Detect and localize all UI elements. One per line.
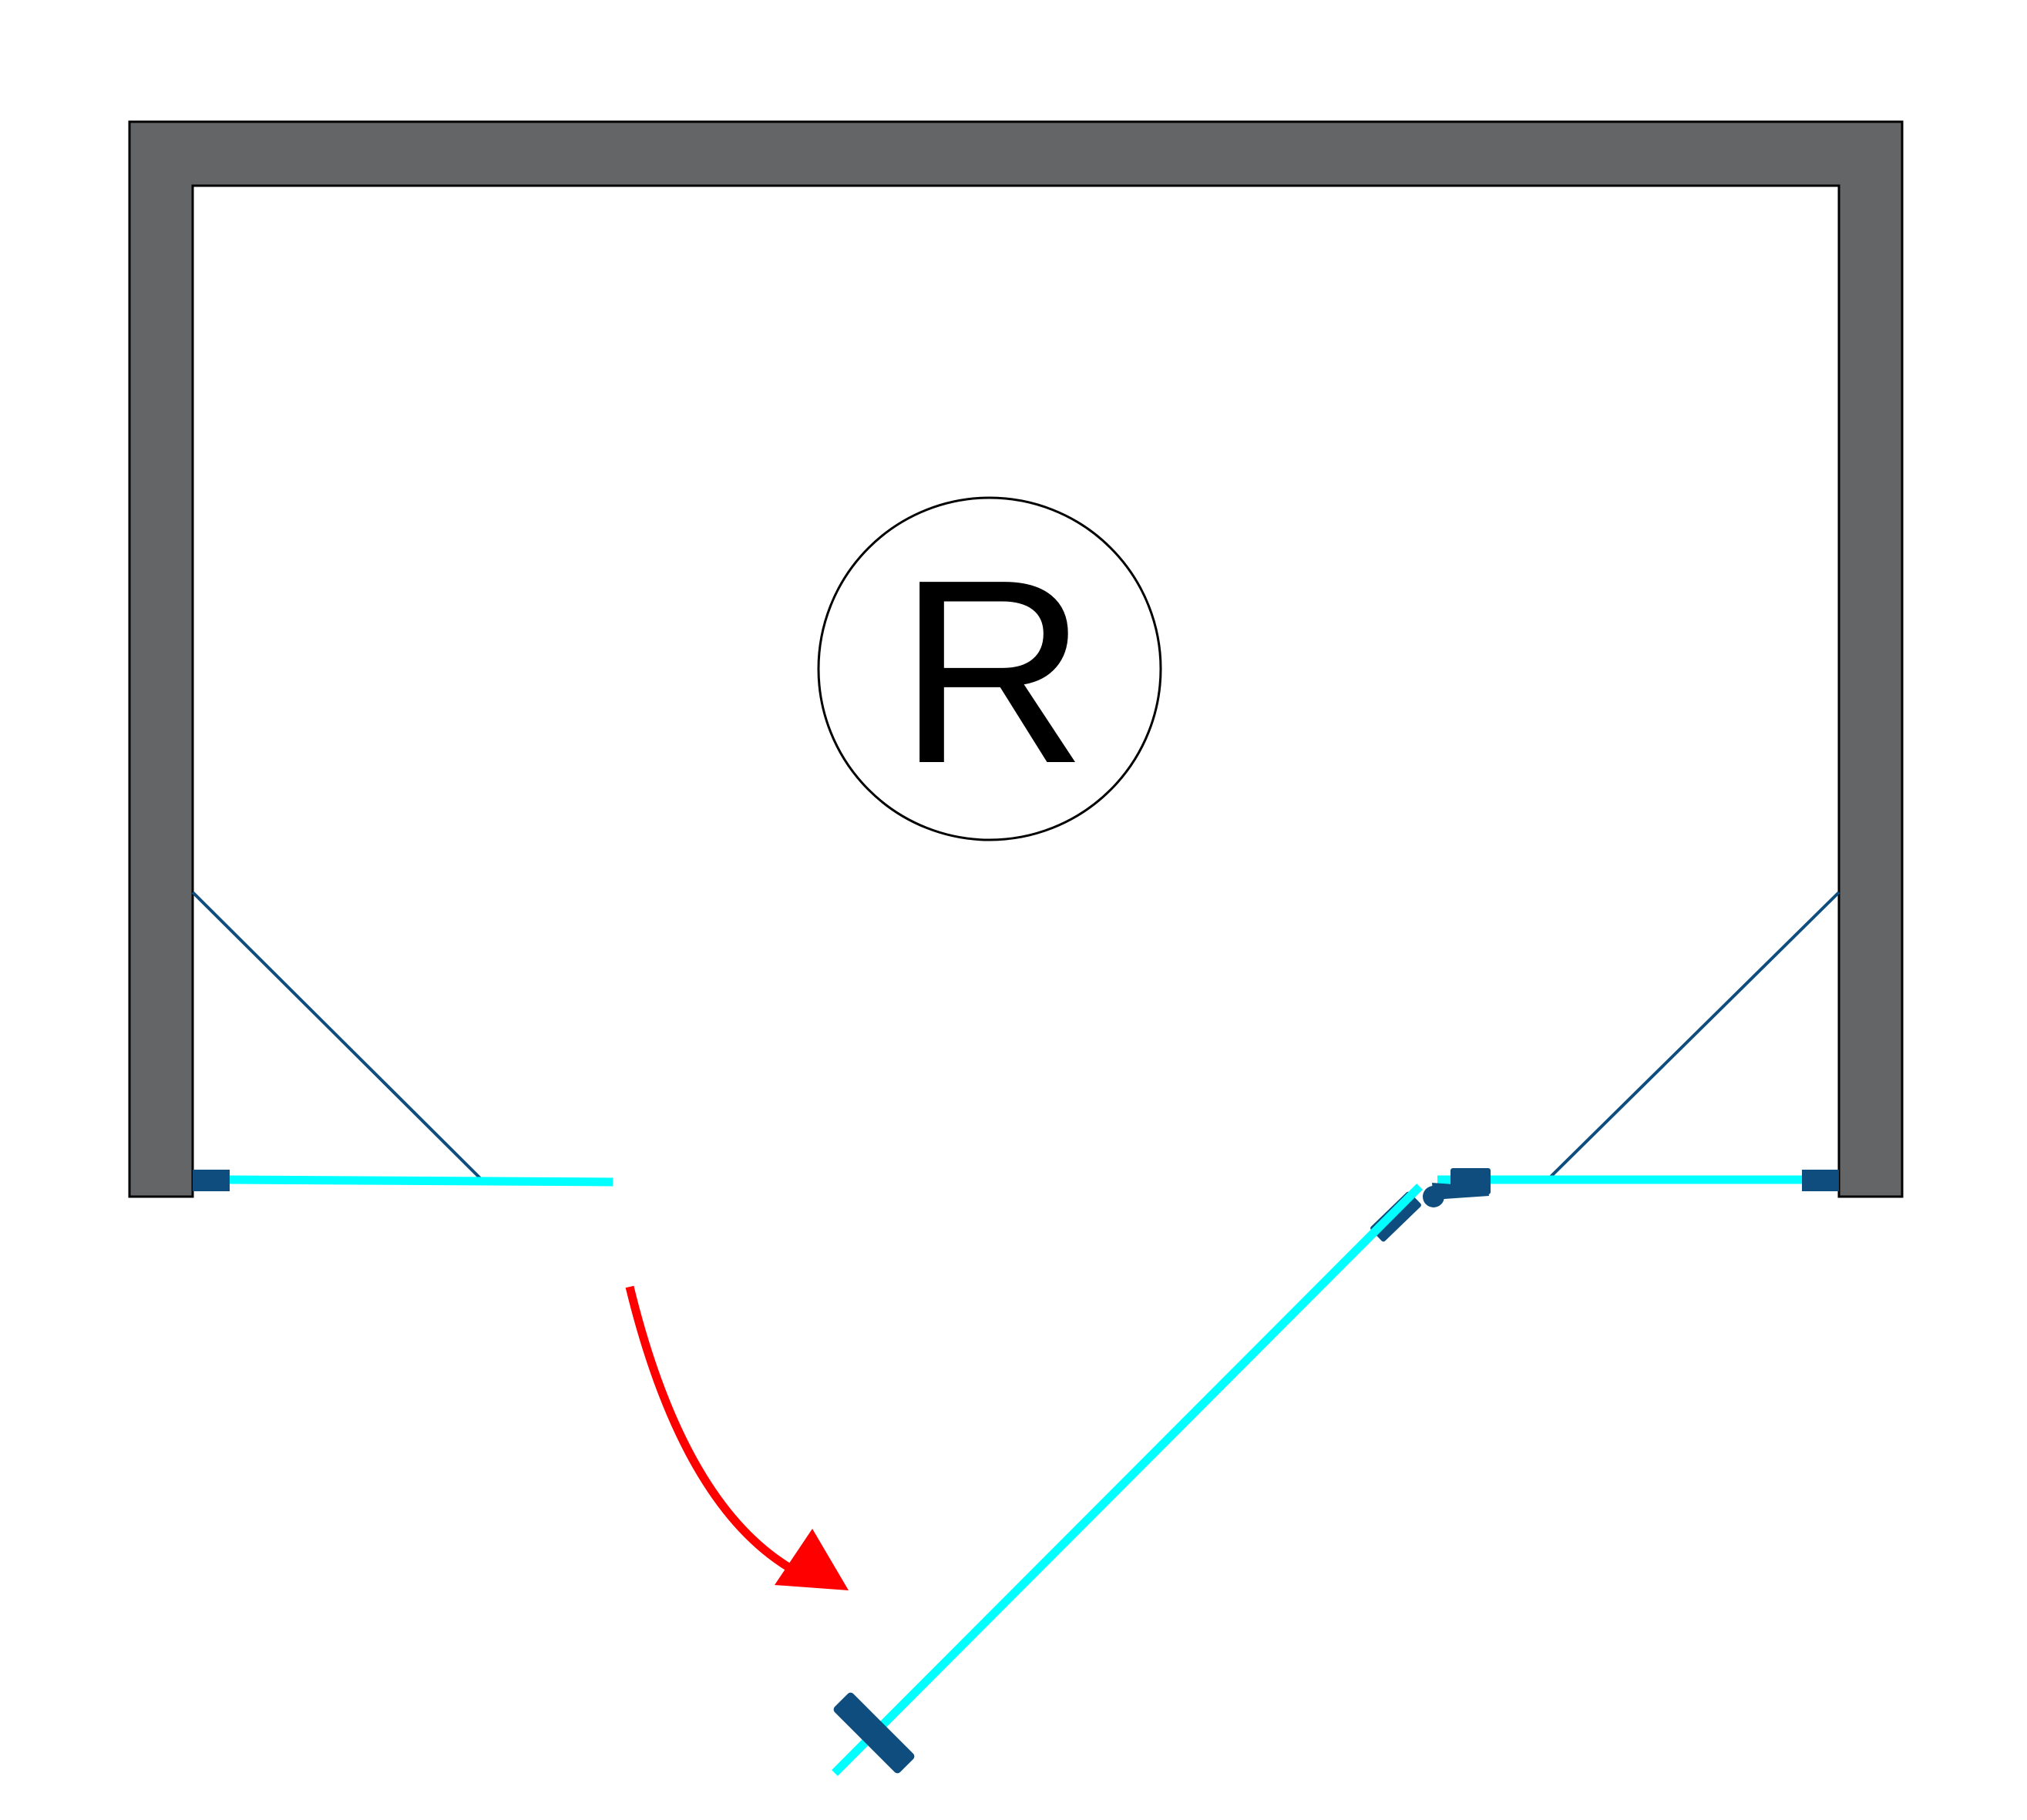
hinge-knuckle-icon [1370, 1183, 1489, 1242]
walls [128, 120, 1904, 1198]
hinge-arm [1432, 1183, 1489, 1200]
swing-arrowhead [775, 1529, 849, 1590]
door-handle-icon [833, 1692, 915, 1774]
curved-arrow-icon [625, 1285, 849, 1590]
door-leaf [832, 1184, 1423, 1776]
right-wall-bracket [1802, 1170, 1839, 1191]
orientation-label: R [898, 526, 1087, 818]
hinge-pivot [1423, 1186, 1444, 1207]
door-glass-panel [832, 1184, 1423, 1776]
swing-arc [625, 1285, 808, 1580]
right-support-bar [1546, 891, 1840, 1181]
left-wall-bracket [193, 1170, 230, 1191]
right-fixed-panel [1437, 891, 1840, 1194]
wall-enclosure [128, 120, 1904, 1198]
orientation-marker: R [817, 496, 1162, 841]
left-support-bar [191, 891, 485, 1183]
orientation-circle [817, 496, 1162, 841]
left-glass-panel [229, 1175, 613, 1187]
left-fixed-panel [191, 891, 613, 1191]
